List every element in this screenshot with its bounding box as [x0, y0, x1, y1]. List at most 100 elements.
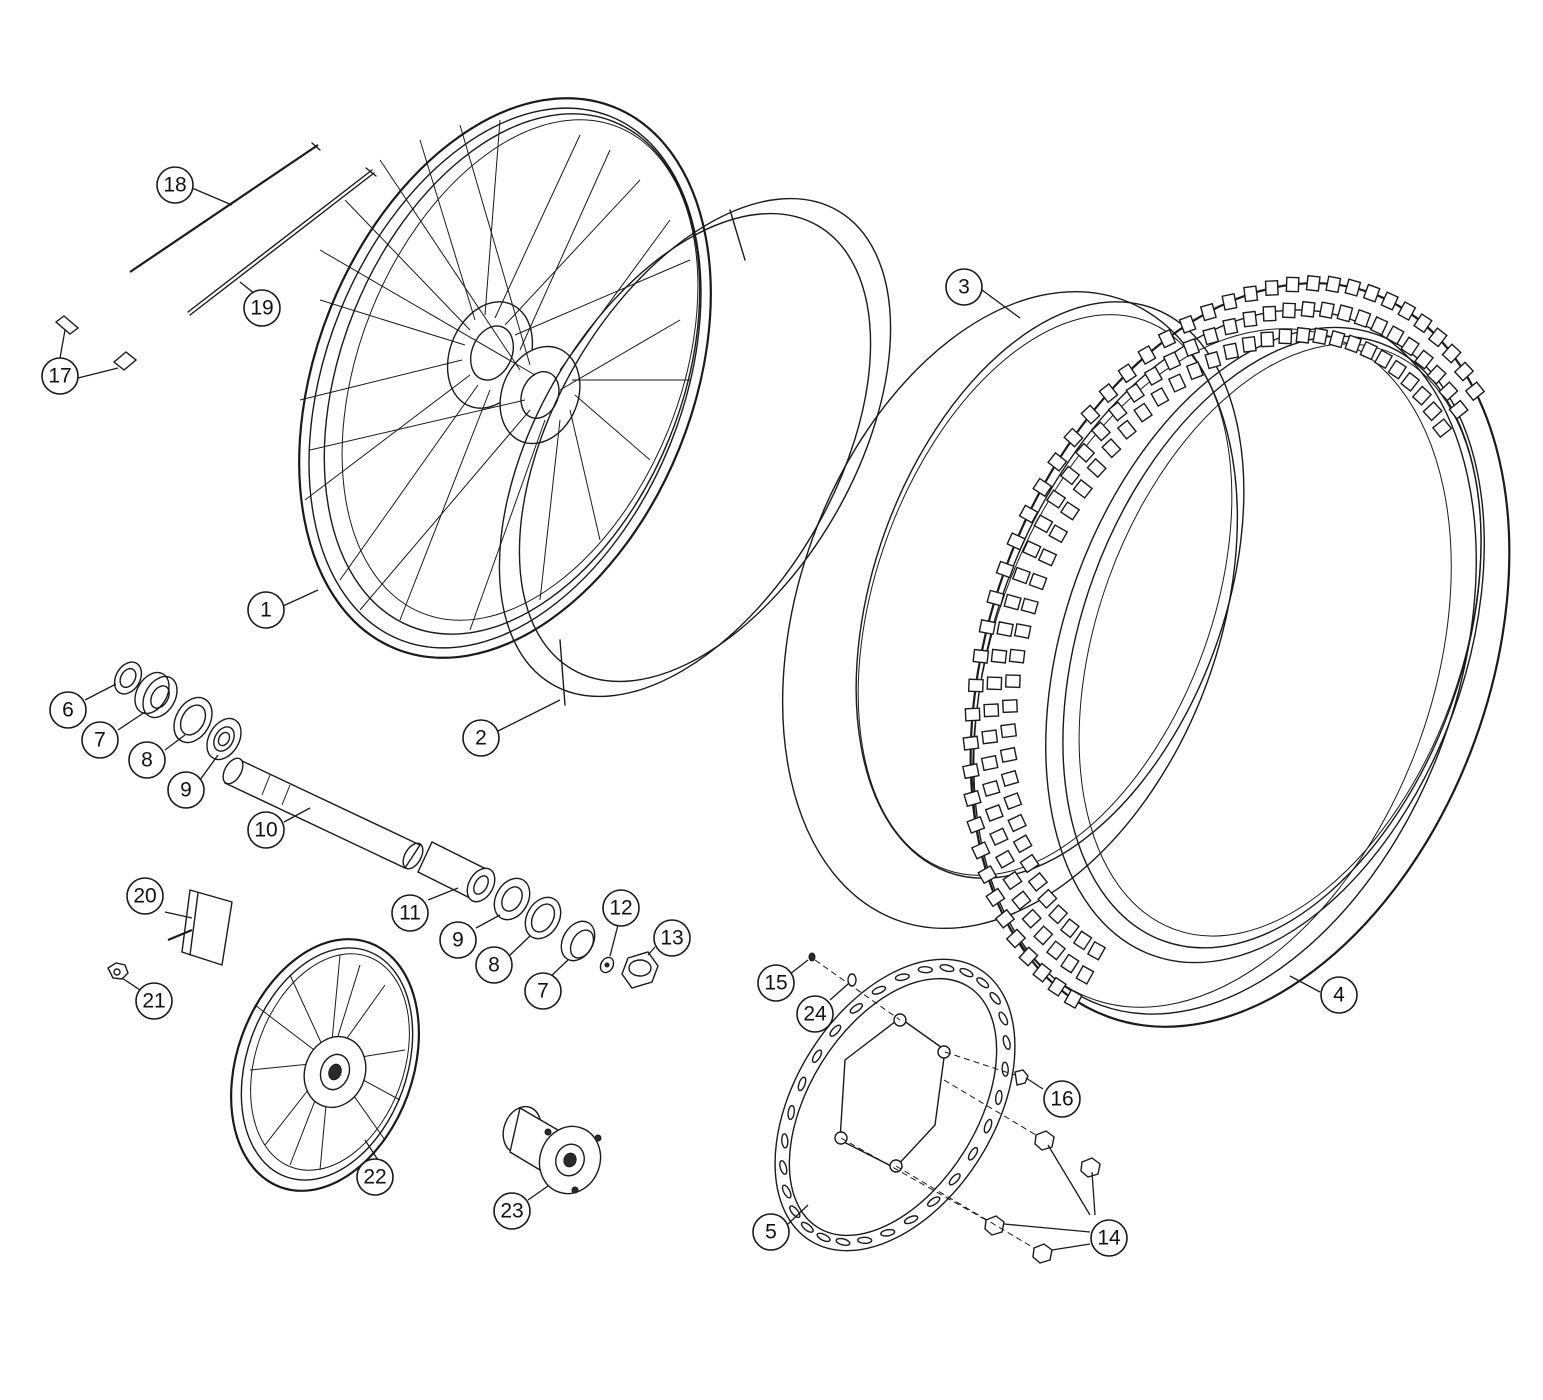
- tread-block: [1059, 465, 1081, 486]
- tread-block: [1300, 300, 1316, 318]
- callout-12: 12: [602, 889, 640, 927]
- tread-block: [1002, 870, 1023, 891]
- leader-lines: [59, 187, 1321, 1251]
- tread-block: [989, 827, 1009, 847]
- tread-block: [1464, 381, 1486, 402]
- tread-block: [1072, 930, 1093, 951]
- tread-block: [966, 815, 986, 834]
- rim-lock: [167, 889, 233, 966]
- tread-block: [1013, 622, 1032, 640]
- svg-text:3: 3: [958, 276, 970, 299]
- tread-block: [1397, 301, 1417, 321]
- disc-slot: [797, 1076, 807, 1092]
- callout-11: 11: [391, 894, 429, 932]
- tread-block: [1318, 301, 1335, 320]
- tread-block: [1018, 504, 1039, 524]
- tread-block: [1400, 336, 1420, 357]
- inner-tube: [781, 290, 1245, 930]
- disc-slot: [967, 1146, 979, 1161]
- tread-block: [1060, 953, 1080, 974]
- spoke-short: [187, 167, 377, 316]
- disc-slot: [829, 1024, 842, 1037]
- spoke-nipples: [54, 315, 138, 371]
- tread-block: [996, 621, 1014, 638]
- tread-block: [1312, 327, 1329, 346]
- tread-block: [1011, 566, 1032, 585]
- tread-block: [1002, 699, 1018, 714]
- tread-block: [1074, 442, 1096, 463]
- tread-block: [994, 849, 1016, 869]
- tread-block: [995, 560, 1015, 579]
- tread-block: [1328, 329, 1346, 349]
- tread-block: [1448, 399, 1469, 420]
- callout-labels: 18 19 17 1 2 3 4 6 7 8 9 10 11 9 8 7 12 …: [41, 166, 1358, 1257]
- callout-20: 20: [126, 877, 164, 915]
- disc-slot: [781, 1133, 789, 1149]
- tread-block: [1242, 310, 1258, 328]
- svg-text:16: 16: [1050, 1088, 1073, 1111]
- tread-block: [1413, 313, 1433, 334]
- svg-text:23: 23: [500, 1200, 523, 1223]
- svg-text:1: 1: [260, 599, 272, 622]
- callout-7-left: 7: [81, 721, 119, 759]
- callout-22: 22: [356, 1158, 394, 1196]
- tread-block: [1075, 964, 1095, 985]
- tread-block: [1413, 349, 1435, 370]
- tread-block: [1305, 274, 1321, 292]
- seal-left: [113, 661, 143, 695]
- tread-block: [1295, 326, 1311, 344]
- callout-2: 2: [462, 719, 500, 757]
- callout-9-right: 9: [439, 921, 477, 959]
- tread-block: [1116, 419, 1137, 440]
- tread-block: [985, 887, 1006, 908]
- tread-block: [1000, 723, 1018, 739]
- tread-block: [1199, 302, 1217, 322]
- callout-15: 15: [757, 964, 795, 1002]
- tread-block: [1063, 427, 1084, 448]
- tread-block: [1028, 572, 1048, 591]
- callout-7-right: 7: [524, 972, 562, 1010]
- disc-slot: [926, 1196, 941, 1207]
- svg-text:8: 8: [488, 954, 500, 977]
- tread-block: [1278, 328, 1293, 345]
- axle-nut: [621, 951, 659, 989]
- tread-block: [1162, 351, 1182, 371]
- disc-slot: [787, 1104, 796, 1121]
- disc-slot: [1002, 1035, 1011, 1050]
- callout-9-left: 9: [167, 771, 205, 809]
- tread-block: [1243, 285, 1259, 303]
- tread-block: [1221, 293, 1238, 311]
- tread-block: [1045, 489, 1067, 509]
- tread-block: [1018, 946, 1039, 967]
- tread-block: [967, 678, 984, 693]
- tread-block: [1006, 532, 1026, 551]
- svg-text:20: 20: [133, 885, 156, 908]
- tread-block: [1098, 382, 1119, 404]
- disc-slot: [959, 967, 974, 978]
- tread-block: [1441, 343, 1462, 364]
- tread-block: [1032, 477, 1053, 498]
- tread-block: [1020, 597, 1039, 615]
- tread-block: [1411, 385, 1433, 406]
- svg-text:11: 11: [399, 902, 421, 925]
- svg-text:2: 2: [475, 727, 487, 750]
- callout-1: 1: [247, 591, 285, 629]
- knobby-tire: [962, 274, 1511, 1028]
- disc-bolts: [984, 1130, 1101, 1264]
- disc-slot: [989, 991, 1001, 1005]
- tread-block: [1427, 327, 1448, 348]
- callout-4: 4: [1320, 976, 1358, 1014]
- callout-18: 18: [156, 166, 194, 204]
- tread-block: [980, 754, 999, 772]
- tread-block: [1086, 940, 1107, 961]
- disc-slot: [857, 1236, 873, 1245]
- tread-block: [964, 707, 981, 722]
- tread-block: [1048, 524, 1069, 544]
- tread-block: [994, 908, 1016, 929]
- tread-block: [1007, 813, 1027, 833]
- tread-block: [1021, 908, 1042, 929]
- callout-21: 21: [135, 982, 173, 1020]
- disc-slot: [903, 1215, 919, 1225]
- tread-block: [1202, 326, 1220, 346]
- ring-right: [524, 896, 562, 940]
